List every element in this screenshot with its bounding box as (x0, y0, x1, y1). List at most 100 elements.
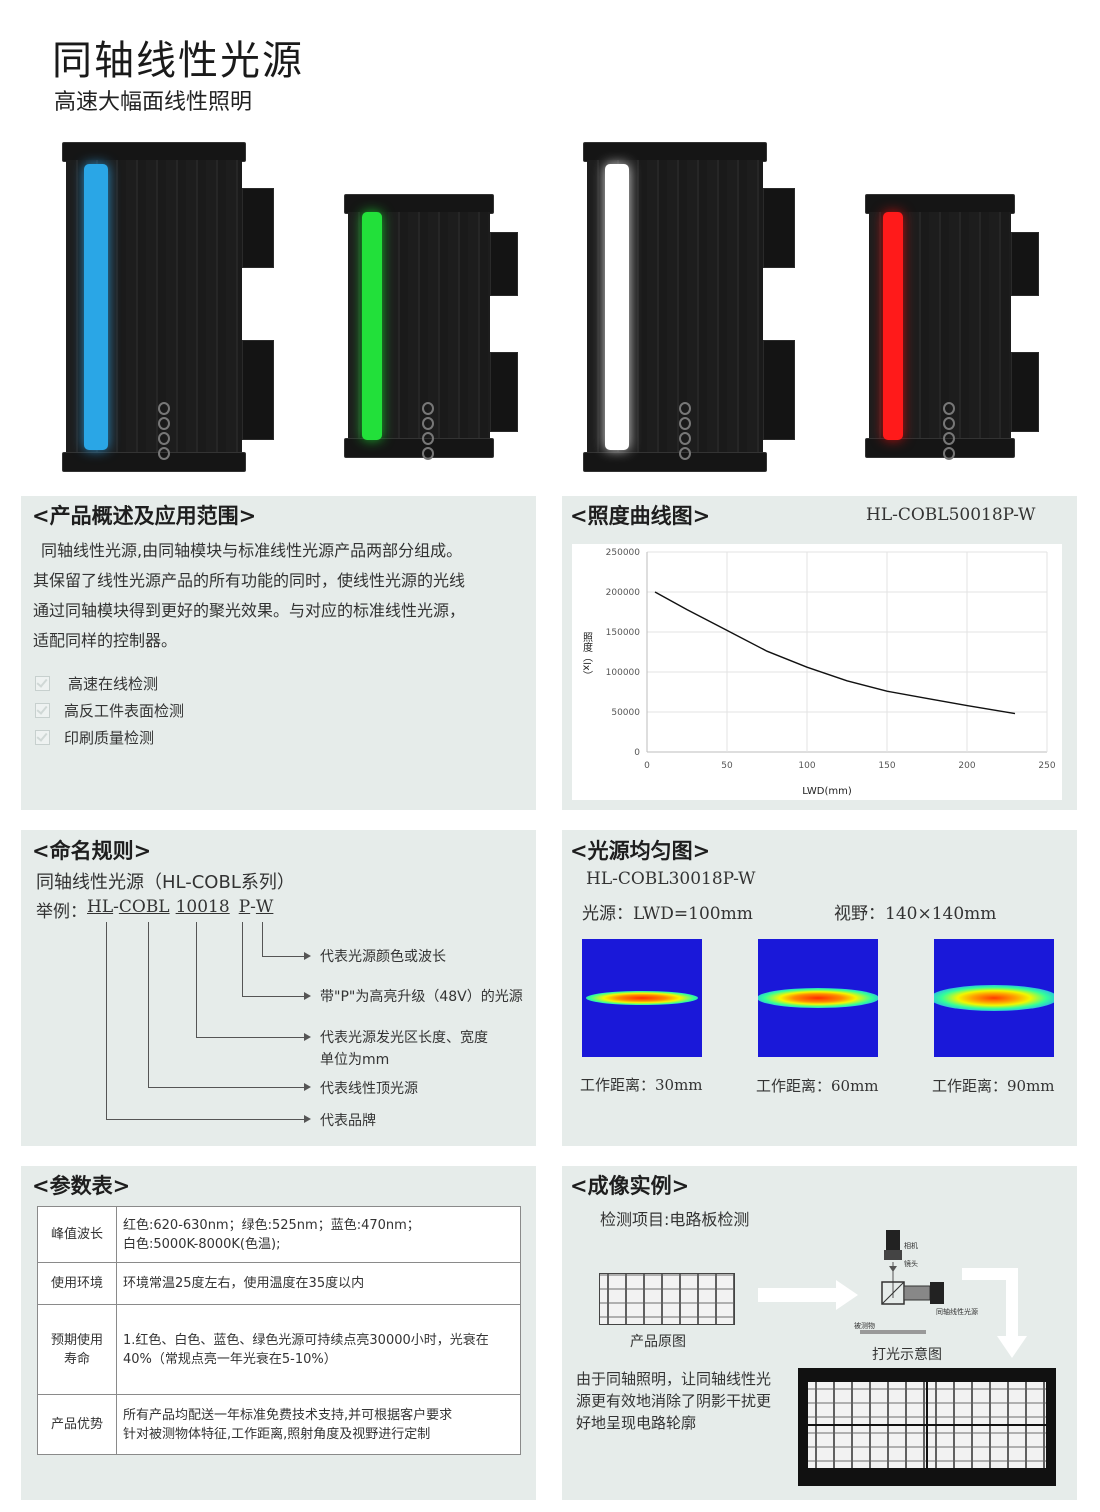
params-heading: <参数表> (32, 1173, 131, 1198)
tree-connector (106, 922, 107, 1119)
tree-connector (148, 1087, 306, 1088)
param-line: 所有产品均配送一年标准免费技术支持,并可根据客户要求 (123, 1407, 453, 1423)
naming-part-size: 10018 (175, 897, 230, 917)
imaging-description: 由于同轴照明，让同轴线性光 源更有效地消除了阴影干扰更 好地呈现电路轮廓 (576, 1368, 771, 1434)
imaging-item: 检测项目:电路板检测 (600, 1210, 750, 1229)
overview-heading: <产品概述及应用范围> (32, 503, 257, 528)
diagram-label-lens: 镜头 (904, 1259, 918, 1268)
product-image-white (583, 142, 795, 472)
param-line: 针对被测物体特征,工作距离,照射角度及视野进行定制 (123, 1426, 431, 1442)
naming-part-sep: - (113, 897, 119, 917)
params-table: 峰值波长 红色:620-630nm；绿色:525nm；蓝色:470nm； 白色:… (37, 1206, 521, 1455)
naming-example: 举例： HL - COBL 10018 P - W (36, 897, 273, 922)
y-tick-label: 150000 (606, 628, 641, 638)
lighting-diagram: 相机 镜头 同轴线性光源 被测物 (854, 1230, 978, 1334)
imaging-desc-line: 好地呈现电路轮廓 (576, 1414, 697, 1432)
return-arrow-head-icon (997, 1336, 1027, 1358)
naming-label: 代表光源颜色或波长 (320, 949, 446, 965)
application-label: 印刷质量检测 (64, 729, 155, 747)
tree-connector (106, 1119, 306, 1120)
uniformity-heading: <光源均匀图> (570, 838, 711, 863)
y-tick-label: 200000 (606, 588, 641, 598)
x-tick-label: 0 (644, 761, 650, 771)
list-item: 高速在线检测 (35, 670, 184, 697)
list-item: 印刷质量检测 (35, 724, 184, 751)
overview-line: 同轴线性光源,由同轴模块与标准线性光源产品两部分组成。 (41, 541, 463, 560)
param-key: 预期使用 寿命 (37, 1304, 117, 1395)
uniformity-map-60mm (758, 939, 878, 1057)
uniformity-map-30mm (582, 939, 702, 1057)
param-line: 1.红色、白色、蓝色、绿色光源可持续点亮30000小时，光衰在 (123, 1332, 489, 1348)
diagram-label-light: 同轴线性光源 (936, 1307, 978, 1316)
return-arrow-icon (1006, 1268, 1018, 1338)
table-row: 预期使用 寿命 1.红色、白色、蓝色、绿色光源可持续点亮30000小时，光衰在 … (37, 1304, 521, 1395)
param-key-line: 预期使用 (50, 1332, 103, 1348)
naming-heading: <命名规则> (32, 838, 152, 863)
uniformity-caption: 工作距离：30mm (580, 1076, 703, 1094)
x-tick-label: 200 (958, 761, 975, 771)
tree-connector (242, 922, 243, 996)
param-key: 峰值波长 (37, 1206, 117, 1263)
param-line: 白色:5000K-8000K(色温); (123, 1236, 281, 1252)
application-label: 高反工件表面检测 (64, 702, 185, 720)
naming-part-brand: HL (87, 897, 114, 917)
y-tick-label: 50000 (611, 708, 640, 718)
flow-arrow-head-icon (836, 1280, 858, 1310)
arrow-icon (304, 992, 311, 1000)
original-caption: 产品原图 (630, 1334, 686, 1350)
naming-label: 单位为mm (320, 1052, 390, 1068)
param-value: 红色:620-630nm；绿色:525nm；蓝色:470nm； 白色:5000K… (116, 1206, 521, 1263)
imaging-desc-line: 源更有效地消除了阴影干扰更 (576, 1392, 772, 1410)
param-value: 环境常温25度左右，使用温度在35度以内 (116, 1262, 521, 1305)
y-tick-label: 250000 (606, 548, 641, 558)
overview-line: 通过同轴模块得到更好的聚光效果。与对应的标准线性光源， (33, 601, 466, 620)
product-image-red (865, 194, 1039, 460)
param-key-line: 寿命 (63, 1351, 90, 1367)
param-line: 红色:620-630nm；绿色:525nm；蓝色:470nm； (123, 1217, 420, 1233)
naming-part-power: P (238, 897, 251, 917)
uniformity-map-90mm (934, 939, 1054, 1057)
imaging-desc-line: 由于同轴照明，让同轴线性光 (576, 1370, 772, 1388)
arrow-icon (304, 1033, 311, 1041)
naming-part-type: COBL (118, 897, 170, 917)
naming-label: 代表线性顶光源 (320, 1081, 418, 1097)
naming-part-sep: - (250, 897, 256, 917)
flow-arrow-icon (758, 1288, 836, 1302)
x-tick-label: 150 (878, 761, 895, 771)
tree-connector (196, 922, 197, 1037)
table-row: 产品优势 所有产品均配送一年标准免费技术支持,并可根据客户要求 针对被测物体特征… (37, 1394, 521, 1455)
tree-connector (148, 922, 149, 1087)
checkbox-icon (35, 703, 50, 718)
naming-example-prefix: 举例： (36, 902, 87, 922)
uniformity-model: HL-COBL30018P-W (586, 869, 756, 889)
checkbox-icon (35, 676, 50, 691)
naming-label: 代表光源发光区长度、宽度 (320, 1030, 488, 1046)
tree-connector (242, 996, 306, 997)
param-value: 所有产品均配送一年标准免费技术支持,并可根据客户要求 针对被测物体特征,工作距离… (116, 1394, 521, 1455)
return-arrow-icon (962, 1268, 1018, 1280)
list-item: 高反工件表面检测 (35, 697, 184, 724)
tree-connector (262, 956, 306, 957)
uniformity-caption: 工作距离：60mm (756, 1077, 879, 1095)
page-subtitle: 高速大幅面线性照明 (54, 90, 253, 115)
product-image-green (344, 194, 518, 460)
overview-panel (21, 496, 536, 810)
arrow-icon (304, 1115, 311, 1123)
table-row: 峰值波长 红色:620-630nm；绿色:525nm；蓝色:470nm； 白色:… (37, 1206, 521, 1263)
overview-line: 适配同样的控制器。 (33, 631, 178, 650)
overview-line: 其保留了线性光源产品的所有功能的同时，使线性光源的光线 (33, 571, 466, 590)
product-image-blue (62, 142, 274, 472)
application-list: 高速在线检测 高反工件表面检测 印刷质量检测 (35, 670, 184, 751)
x-tick-label: 100 (798, 761, 815, 771)
x-tick-label: 50 (721, 761, 733, 771)
x-axis-label: LWD(mm) (802, 786, 852, 797)
y-tick-label: 0 (634, 748, 640, 758)
y-axis-label: 照度（lx） (581, 632, 593, 681)
pcb-original-image (599, 1273, 735, 1325)
checkbox-icon (35, 730, 50, 745)
series-line (654, 591, 1016, 715)
diagram-label-object: 被测物 (854, 1321, 875, 1330)
x-tick-label: 250 (1038, 761, 1055, 771)
uniformity-source: 光源：LWD=100mm (582, 904, 753, 924)
